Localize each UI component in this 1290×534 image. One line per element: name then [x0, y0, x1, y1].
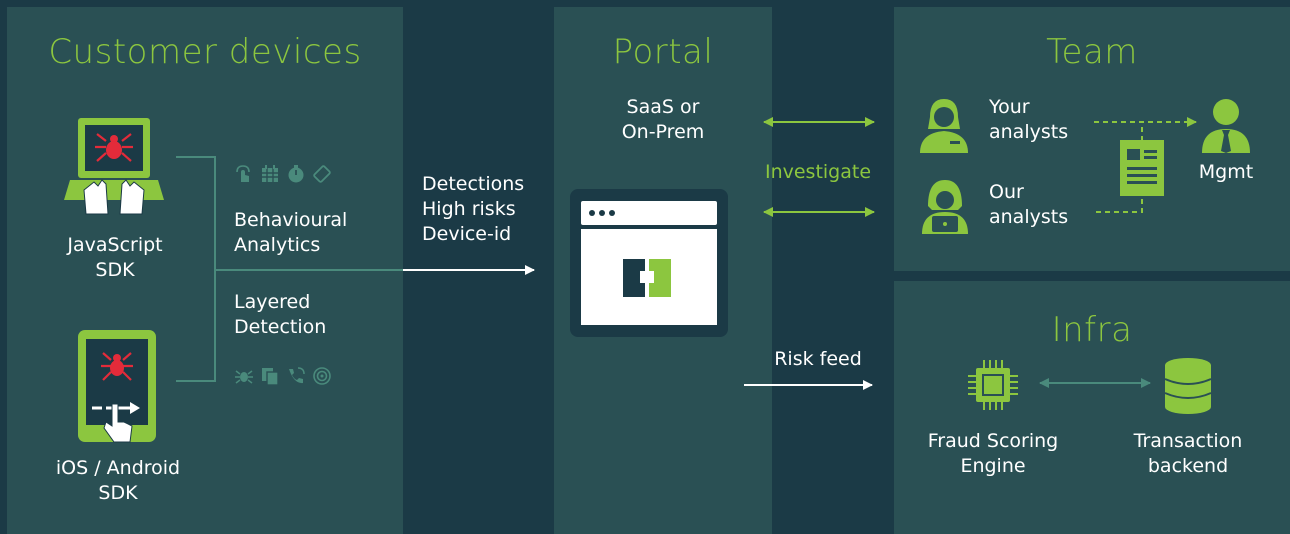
stopwatch-icon [288, 165, 304, 183]
bug-icon [235, 370, 253, 384]
mgmt-label: Mgmt [1198, 161, 1254, 183]
infra-title: Infra [1051, 310, 1133, 350]
infra-panel [894, 281, 1290, 534]
team-title: Team [1046, 32, 1138, 72]
touch-icon [236, 165, 250, 182]
report-document-icon [1120, 140, 1164, 196]
investigate-label: Investigate [764, 161, 872, 183]
hooded-analyst-icon [922, 180, 968, 234]
chip-icon [968, 360, 1018, 410]
manager-icon [1202, 99, 1250, 153]
mobile-sdk-label: iOS / Android SDK [55, 457, 181, 504]
your-analysts-label: Your analysts [989, 96, 1069, 143]
deployment-label: SaaS or On-Prem [621, 96, 705, 143]
signals-label: Detections High risks Device-id [422, 173, 525, 245]
transaction-backend-label: Transaction backend [1133, 430, 1243, 477]
database-icon [1164, 358, 1212, 414]
laptop-icon [64, 118, 164, 215]
rotate-icon [313, 165, 331, 183]
copy-icon [262, 368, 279, 386]
layered-detection-label: Layered Detection [234, 291, 327, 338]
portal-window-icon [570, 189, 728, 337]
portal-title: Portal [612, 32, 714, 72]
target-icon [313, 367, 331, 385]
js-sdk-label: JavaScript SDK [67, 234, 163, 281]
tablet-icon [78, 330, 156, 443]
our-analysts-dotted [1096, 122, 1143, 213]
risk-feed-label: Risk feed [774, 348, 862, 370]
female-analyst-icon [920, 99, 968, 153]
behavioural-analytics-label: Behavioural Analytics [234, 209, 348, 256]
our-analysts-label: Our analysts [989, 181, 1069, 228]
phone-icon [289, 367, 305, 384]
customer-devices-title: Customer devices [48, 32, 362, 72]
fraud-engine-label: Fraud Scoring Engine [927, 430, 1059, 477]
calendar-icon [262, 165, 278, 182]
